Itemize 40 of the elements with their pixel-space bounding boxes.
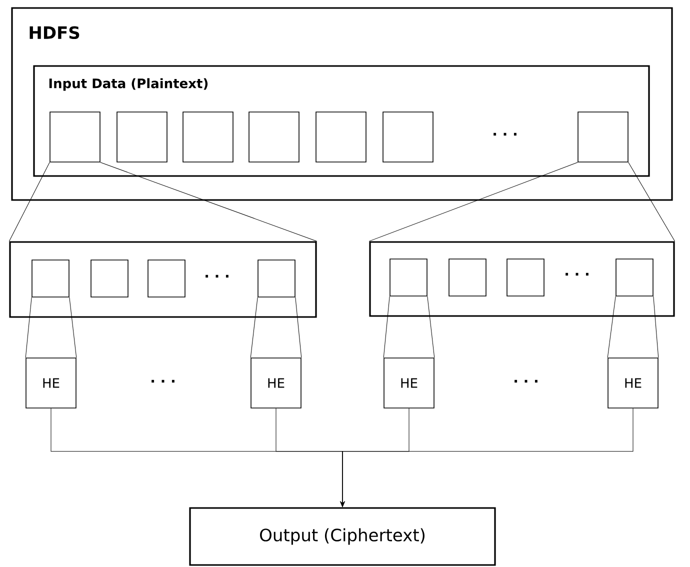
- leader-line: [427, 296, 435, 358]
- leader-line: [8, 162, 50, 242]
- encryption-box: HE: [26, 358, 76, 408]
- block-box: [116, 112, 168, 162]
- output-box: Output (Ciphertext): [189, 507, 496, 566]
- ellipsis: · · ·: [566, 272, 588, 276]
- leader-line: [100, 162, 318, 242]
- block-box: [90, 260, 128, 298]
- leader-line: [25, 297, 32, 358]
- block-box: [390, 258, 428, 296]
- block-box: [182, 112, 234, 162]
- leader-line: [607, 296, 616, 358]
- block-box: [148, 260, 186, 298]
- ellipsis: · · ·: [206, 274, 228, 278]
- group-box: [369, 241, 675, 317]
- leader-line: [383, 296, 390, 358]
- block-box: [382, 112, 434, 162]
- block-box: [506, 258, 544, 296]
- leader-line: [295, 297, 302, 358]
- block-box: [616, 258, 654, 296]
- merge-arrow: [340, 408, 634, 507]
- leader-line: [653, 296, 659, 358]
- block-box: [258, 260, 296, 298]
- ellipsis: · · ·: [152, 380, 174, 383]
- encryption-box: HE: [250, 358, 302, 408]
- leader-line: [628, 162, 676, 242]
- block-box: [316, 112, 366, 162]
- encryption-box: HE: [384, 358, 434, 408]
- block-box: [248, 112, 300, 162]
- group-box: [9, 241, 317, 318]
- block-box: [50, 112, 100, 162]
- leader-line: [368, 162, 578, 242]
- block-box: [578, 112, 628, 162]
- leader-line: [250, 297, 258, 358]
- leader-line: [69, 297, 77, 358]
- ellipsis: · · ·: [494, 132, 516, 136]
- ellipsis: · · ·: [514, 380, 538, 383]
- encryption-box: HE: [608, 358, 658, 408]
- block-box: [32, 260, 70, 298]
- block-box: [448, 258, 486, 296]
